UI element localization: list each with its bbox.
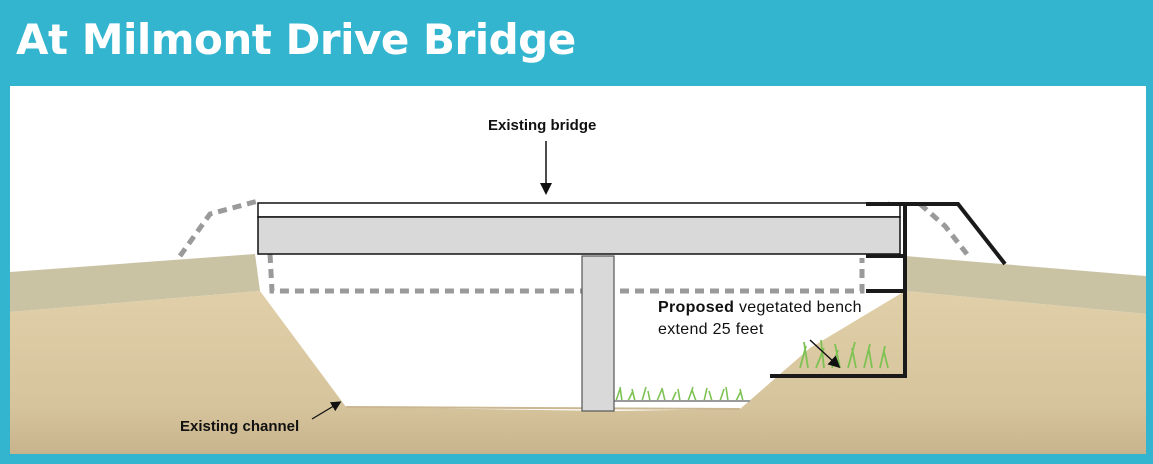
existing-channel-label: Existing channel bbox=[180, 418, 299, 435]
right-bank-top bbox=[905, 256, 1146, 314]
existing-channel-arrow bbox=[311, 401, 342, 420]
bridge-deck bbox=[257, 216, 901, 255]
diagram-title: At Milmont Drive Bridge bbox=[16, 15, 576, 64]
proposed-rest: vegetated bench bbox=[739, 299, 862, 316]
proposed-outline-upper bbox=[905, 202, 1007, 266]
proposed-outline-mid bbox=[866, 254, 905, 293]
existing-bridge-outline-right bbox=[918, 202, 972, 260]
channel-grass bbox=[614, 386, 750, 402]
cross-section-svg: Existing bridge Proposed vegetated bench… bbox=[10, 117, 1146, 454]
proposed-prefix: Proposed bbox=[658, 299, 734, 316]
proposed-bench-arrow bbox=[809, 339, 841, 369]
ground-body bbox=[10, 291, 1146, 454]
proposed-bench-label-line2: extend 25 feet bbox=[658, 321, 764, 338]
left-bank-top bbox=[10, 254, 260, 312]
existing-bridge-label: Existing bridge bbox=[488, 117, 596, 134]
proposed-bench-label-line1: Proposed vegetated bench bbox=[658, 299, 862, 316]
channel-bed-line bbox=[345, 406, 741, 410]
bridge-pier bbox=[581, 255, 615, 412]
diagram-panel: Existing bridge Proposed vegetated bench… bbox=[10, 86, 1146, 454]
existing-bridge-outline-bottom bbox=[267, 253, 865, 294]
bridge-deck-top bbox=[257, 202, 901, 218]
